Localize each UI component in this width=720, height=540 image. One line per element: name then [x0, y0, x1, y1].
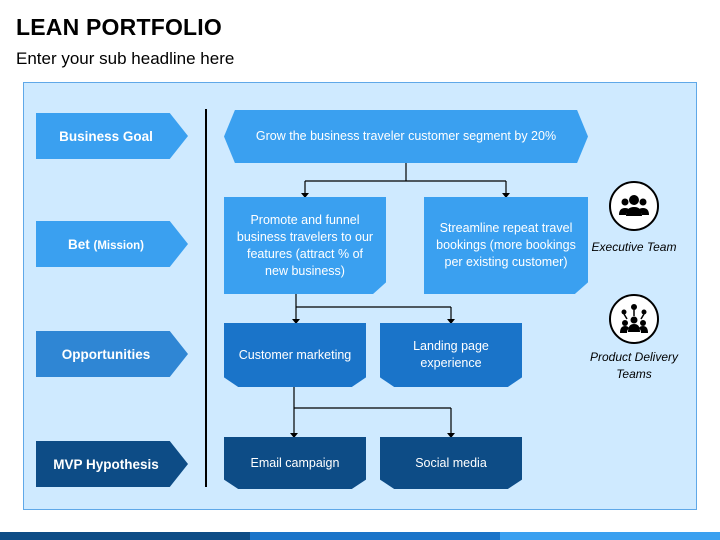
- network-team-icon: [609, 294, 659, 344]
- level-bet: Bet (Mission): [36, 221, 188, 267]
- executive-team-label: Executive Team: [591, 240, 677, 254]
- mvp-box-social-media: Social media: [380, 437, 522, 489]
- group-icon: [609, 181, 659, 231]
- page-subtitle: Enter your sub headline here: [16, 49, 235, 68]
- level-business-goal-label: Business Goal: [59, 128, 153, 144]
- footer-color-bar: [0, 532, 720, 540]
- bet-box-promote: Promote and funnel business travelers to…: [224, 197, 386, 294]
- level-mvp-hypothesis: MVP Hypothesis: [36, 441, 188, 487]
- level-bet-sublabel: (Mission): [93, 239, 144, 252]
- page-title: LEAN PORTFOLIO: [16, 14, 222, 40]
- level-mvp-label: MVP Hypothesis: [53, 456, 159, 472]
- level-bet-label: Bet: [67, 236, 90, 252]
- divider-line: [205, 109, 207, 487]
- opportunity-box-landing-page: Landing page experience: [380, 323, 522, 387]
- opportunity-box-customer-marketing: Customer marketing: [224, 323, 366, 387]
- bet-box-streamline: Streamline repeat travel bookings (more …: [424, 197, 588, 294]
- level-opportunities-label: Opportunities: [61, 346, 151, 362]
- level-opportunities: Opportunities: [36, 331, 188, 377]
- goal-box: Grow the business traveler customer segm…: [224, 110, 588, 163]
- mvp-box-email-campaign: Email campaign: [224, 437, 366, 489]
- level-business-goal: Business Goal: [36, 113, 188, 159]
- product-delivery-teams-label: Product Delivery Teams: [589, 350, 679, 381]
